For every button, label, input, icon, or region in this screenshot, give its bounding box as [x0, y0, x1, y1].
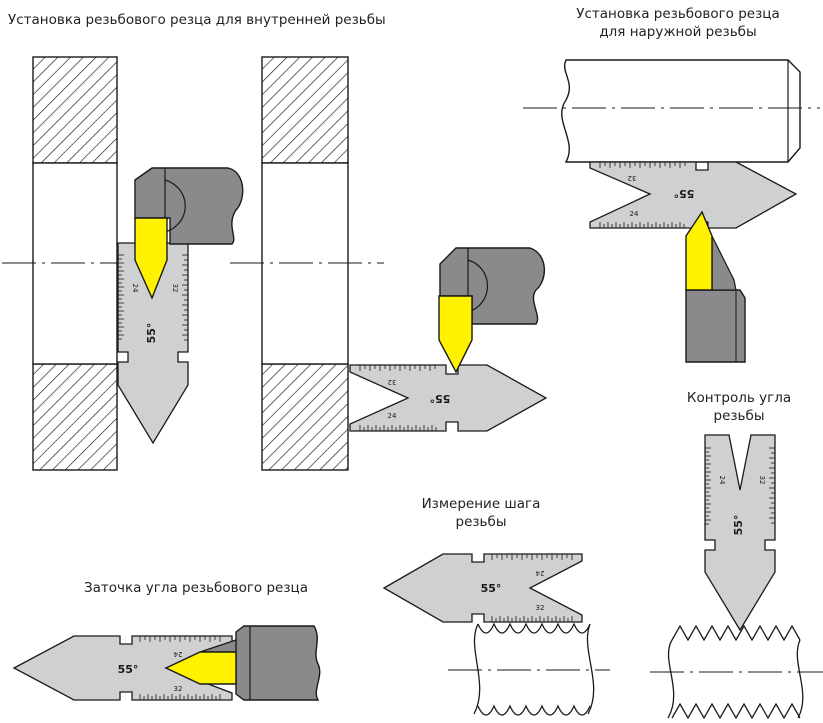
cutter-insert — [134, 217, 168, 300]
gauge-scale-label-24: 24 — [131, 284, 139, 293]
gauge-scale-label-24: 24 — [718, 476, 726, 485]
thread-gauge-vertical: 55° 24 32 — [704, 434, 776, 632]
gauge-angle-label: 55° — [732, 515, 745, 536]
boring-tool — [134, 167, 244, 300]
boring-tool — [438, 247, 545, 374]
gauge-scale-label-24: 24 — [388, 412, 397, 420]
gauge-scale-label-24: 24 — [173, 650, 182, 658]
gauge-scale-label-32: 32 — [388, 378, 397, 386]
gauge-angle-label: 55° — [430, 392, 451, 405]
cutter-insert — [164, 651, 237, 685]
caption-pitch-measure: Измерение шага резьбы — [421, 496, 541, 530]
threaded-shaft — [448, 622, 610, 716]
panel-external-setup: 55° 32 24 — [523, 59, 820, 363]
gauge-scale-label-32: 32 — [536, 604, 545, 612]
thread-gauge-horizontal: 55° 24 32 — [12, 635, 233, 701]
thread-gauge-horizontal: 55° 24 32 — [382, 553, 583, 623]
gauge-scale-label-32: 32 — [174, 685, 183, 693]
thread-gauge-horizontal: 55° 32 24 — [589, 161, 798, 229]
gauge-angle-label: 55° — [481, 582, 502, 595]
caption-external-setup: Установка резьбового резца для наружной … — [576, 6, 780, 40]
gauge-scale-label-32: 32 — [628, 174, 637, 182]
gauge-scale-label-24: 24 — [535, 569, 544, 577]
caption-sharpening: Заточка угла резьбового резца — [84, 580, 308, 596]
gauge-scale-label-24: 24 — [630, 210, 639, 218]
gauge-angle-label: 55° — [118, 663, 139, 676]
gauge-angle-label: 55° — [674, 187, 695, 200]
panel-pitch-measure: 55° 24 32 — [382, 553, 610, 716]
panel-internal-setup-horizontal: 55° 32 24 — [230, 56, 548, 471]
gauge-angle-label: 55° — [145, 323, 158, 344]
threaded-shaft — [650, 624, 823, 720]
panel-internal-setup: 55° 24 32 — [2, 56, 244, 471]
gauge-scale-label-32: 32 — [171, 284, 179, 293]
gauge-scale-label-32: 32 — [758, 476, 766, 485]
shaft-workpiece — [561, 59, 801, 163]
panel-sharpening: 55° 24 32 — [12, 625, 321, 701]
thread-gauge-horizontal: 55° 32 24 — [349, 364, 548, 432]
turning-tool — [685, 210, 746, 363]
cutter-insert — [685, 210, 713, 291]
caption-angle-control: Контроль угла резьбы — [686, 390, 792, 424]
caption-internal-setup: Установка резьбового резца для внутренне… — [8, 12, 386, 28]
cutter-insert — [438, 295, 473, 374]
turning-tool — [164, 625, 321, 701]
panel-angle-control: 55° 24 32 — [650, 434, 823, 720]
